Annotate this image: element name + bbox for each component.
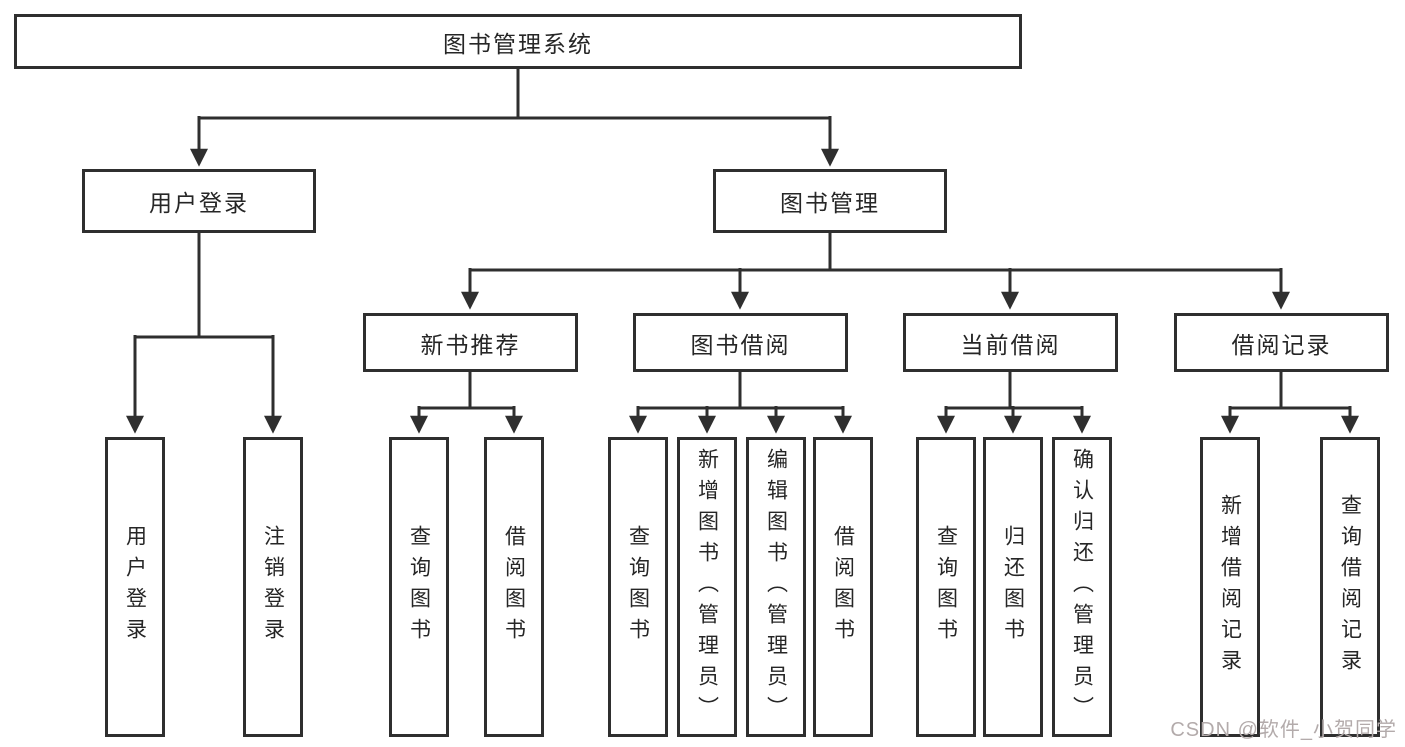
node-new-book-recommend: 新书推荐 — [363, 313, 578, 372]
node-label: 新增图书（管理员） — [695, 447, 719, 727]
leaf-logout: 注销登录 — [243, 437, 303, 737]
node-label: 确认归还（管理员） — [1070, 447, 1094, 727]
node-label: 图书管理系统 — [443, 30, 593, 57]
leaf-query-books: 查询图书 — [389, 437, 449, 737]
node-label: 图书管理 — [780, 190, 880, 216]
node-label: 查询借阅记录 — [1338, 494, 1362, 680]
node-label: 借阅图书 — [502, 525, 526, 649]
node-label: 借阅记录 — [1231, 331, 1332, 358]
node-label: 当前借阅 — [960, 331, 1061, 358]
node-label: 图书借阅 — [690, 331, 791, 358]
leaf-add-borrow-record: 新增借阅记录 — [1200, 437, 1260, 737]
node-library-management-system: 图书管理系统 — [14, 14, 1022, 69]
node-book-borrowing: 图书借阅 — [633, 313, 848, 372]
leaf-add-books-admin: 新增图书（管理员） — [677, 437, 737, 737]
leaf-confirm-return-admin: 确认归还（管理员） — [1052, 437, 1112, 737]
leaf-borrow-books: 借阅图书 — [813, 437, 873, 737]
leaf-return-books: 归还图书 — [983, 437, 1043, 737]
node-label: 编辑图书（管理员） — [764, 447, 788, 727]
leaf-edit-books-admin: 编辑图书（管理员） — [746, 437, 806, 737]
node-user-login-branch: 用户登录 — [82, 169, 316, 233]
node-label: 查询图书 — [626, 525, 650, 649]
leaf-borrow-books: 借阅图书 — [484, 437, 544, 737]
leaf-user-login: 用户登录 — [105, 437, 165, 737]
node-label: 用户登录 — [123, 525, 147, 649]
csdn-watermark: CSDN @软件_小贺同学 — [1170, 719, 1397, 741]
node-label: 用户登录 — [149, 190, 249, 216]
node-book-management-branch: 图书管理 — [713, 169, 947, 233]
node-label: 借阅图书 — [831, 525, 855, 649]
node-label: 新增借阅记录 — [1218, 494, 1242, 680]
node-current-borrowing: 当前借阅 — [903, 313, 1118, 372]
node-label: 新书推荐 — [420, 331, 521, 358]
node-label: 查询图书 — [934, 525, 958, 649]
node-label: 归还图书 — [1001, 525, 1025, 649]
node-borrowing-records: 借阅记录 — [1174, 313, 1389, 372]
leaf-query-books: 查询图书 — [608, 437, 668, 737]
node-label: 查询图书 — [407, 525, 431, 649]
leaf-query-borrow-record: 查询借阅记录 — [1320, 437, 1380, 737]
node-label: 注销登录 — [261, 525, 285, 649]
leaf-query-books: 查询图书 — [916, 437, 976, 737]
